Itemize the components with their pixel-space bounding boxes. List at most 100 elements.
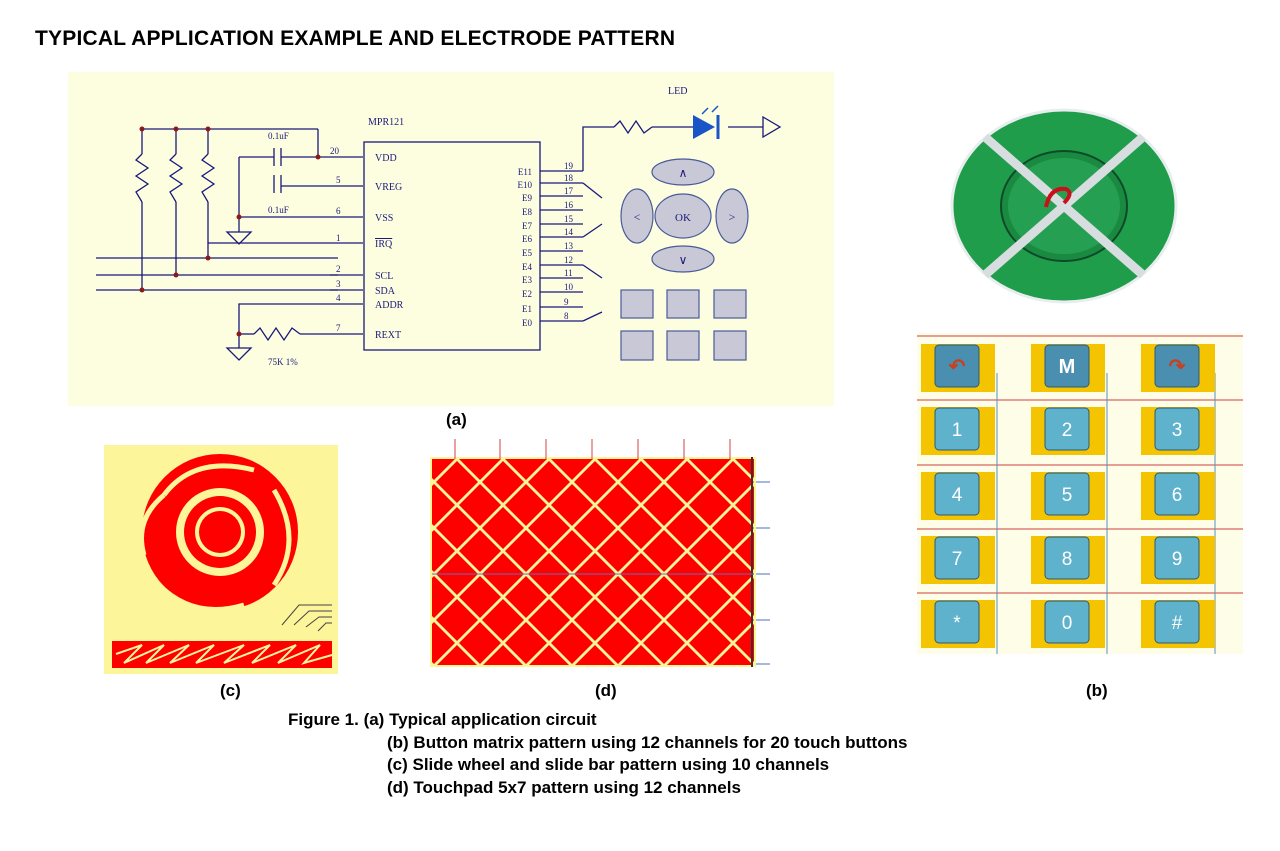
keypad-key[interactable]: M xyxy=(1031,344,1105,392)
resistor-label: 75K 1% xyxy=(268,357,298,367)
keypad-key[interactable]: * xyxy=(921,600,995,648)
keypad-key-label: 8 xyxy=(1062,549,1073,570)
keypad-key[interactable]: 2 xyxy=(1031,407,1105,455)
pin-num: 6 xyxy=(336,206,341,216)
pin-num: 4 xyxy=(336,293,341,303)
diamond-electrode xyxy=(689,576,731,618)
pin-name: E6 xyxy=(522,234,532,244)
pin-num: 1 xyxy=(336,233,341,243)
diamond-electrode xyxy=(574,461,616,503)
diamond-electrode xyxy=(437,645,477,665)
diamond-electrode xyxy=(712,437,754,457)
keypad-key[interactable]: # xyxy=(1141,600,1215,648)
cap-top-label: 0.1uF xyxy=(268,131,289,141)
square-pad xyxy=(620,289,654,319)
pin-name: REXT xyxy=(375,330,401,341)
diamond-electrode xyxy=(528,507,570,549)
diamond-electrode xyxy=(551,484,593,526)
pin-num: 7 xyxy=(336,323,341,333)
diamond-electrode xyxy=(621,645,661,665)
diamond-electrode xyxy=(620,437,662,457)
diamond-electrode xyxy=(620,599,662,641)
diamond-electrode xyxy=(432,530,455,572)
pin-num: 13 xyxy=(564,241,574,251)
keypad-key-label: 6 xyxy=(1172,485,1183,506)
pin-num: 14 xyxy=(564,227,574,237)
diamond-electrode xyxy=(574,507,616,549)
diamond-electrode xyxy=(432,576,455,618)
pin-num: 10 xyxy=(564,282,574,292)
keypad-key[interactable]: 6 xyxy=(1141,472,1215,520)
diamond-electrode xyxy=(482,507,524,549)
diamond-electrode xyxy=(551,622,593,664)
pin-num: 2 xyxy=(336,264,341,274)
left-pad-label: < xyxy=(634,210,641,224)
chip-name: MPR121 xyxy=(368,117,404,128)
pin-num: 18 xyxy=(564,173,574,183)
pin-num: 5 xyxy=(336,175,341,185)
diamond-electrode xyxy=(597,622,639,664)
keypad-key[interactable]: ↷ xyxy=(1141,344,1215,392)
diamond-electrode xyxy=(666,599,708,641)
keypad-key-label: 2 xyxy=(1062,420,1073,441)
pin-name: SCL xyxy=(375,271,393,282)
rotary-wheel-pad xyxy=(950,108,1178,304)
pin-num: 19 xyxy=(564,161,574,171)
pin-num: 20 xyxy=(330,146,340,156)
label-d: (d) xyxy=(595,681,617,700)
pin-num: 9 xyxy=(564,297,569,307)
keypad-key[interactable]: 4 xyxy=(921,472,995,520)
diamond-electrode xyxy=(643,484,685,526)
diamond-electrode xyxy=(528,461,570,503)
diamond-electrode xyxy=(643,622,685,664)
diamond-electrode xyxy=(735,624,754,662)
diamond-electrode xyxy=(597,484,639,526)
keypad-key-label: M xyxy=(1059,356,1076,378)
pin-name: E9 xyxy=(522,193,532,203)
keypad-key[interactable]: 9 xyxy=(1141,536,1215,584)
caption-line-4: (d) Touchpad 5x7 pattern using 12 channe… xyxy=(387,777,741,797)
keypad-key[interactable]: 3 xyxy=(1141,407,1215,455)
diamond-electrode xyxy=(436,507,478,549)
diamond-electrode xyxy=(735,578,754,616)
diamond-electrode xyxy=(432,622,455,664)
diamond-electrode xyxy=(643,576,685,618)
keypad-key[interactable]: 5 xyxy=(1031,472,1105,520)
keypad-key-label: 9 xyxy=(1172,549,1183,570)
diamond-electrode xyxy=(436,437,478,457)
diamond-electrode xyxy=(758,645,770,668)
down-pad xyxy=(651,245,715,273)
keypad-key[interactable]: 8 xyxy=(1031,536,1105,584)
right-pad-label: > xyxy=(729,210,736,224)
keypad-key[interactable]: 7 xyxy=(921,536,995,584)
diamond-electrode xyxy=(574,437,616,457)
keypad-key[interactable]: ↶ xyxy=(921,344,995,392)
diamond-electrode xyxy=(597,530,639,572)
diamond-electrode xyxy=(482,437,524,457)
keypad-key-label: * xyxy=(953,613,961,634)
diamond-electrode xyxy=(758,437,770,457)
label-c: (c) xyxy=(220,681,241,700)
pin-num: 15 xyxy=(564,214,574,224)
diamond-electrode xyxy=(575,645,615,665)
led-icon xyxy=(693,115,715,139)
keypad-key[interactable]: 1 xyxy=(921,407,995,455)
diamond-electrode xyxy=(436,599,478,641)
keypad-key[interactable]: 0 xyxy=(1031,600,1105,648)
diamond-electrode xyxy=(712,599,754,641)
cap-bottom-label: 0.1uF xyxy=(268,205,289,215)
diamond-electrode xyxy=(551,576,593,618)
square-pad xyxy=(666,289,700,319)
diamond-electrode xyxy=(574,599,616,641)
diamond-electrode xyxy=(482,461,524,503)
diamond-electrode xyxy=(643,530,685,572)
page-heading: TYPICAL APPLICATION EXAMPLE AND ELECTROD… xyxy=(35,27,676,50)
pin-name: E2 xyxy=(522,289,532,299)
diamond-electrode xyxy=(432,459,455,480)
up-pad xyxy=(651,158,715,186)
touchpad-pattern xyxy=(430,437,770,668)
diamond-electrode xyxy=(459,576,501,618)
diamond-electrode xyxy=(483,645,523,665)
diamond-electrode xyxy=(666,437,708,457)
